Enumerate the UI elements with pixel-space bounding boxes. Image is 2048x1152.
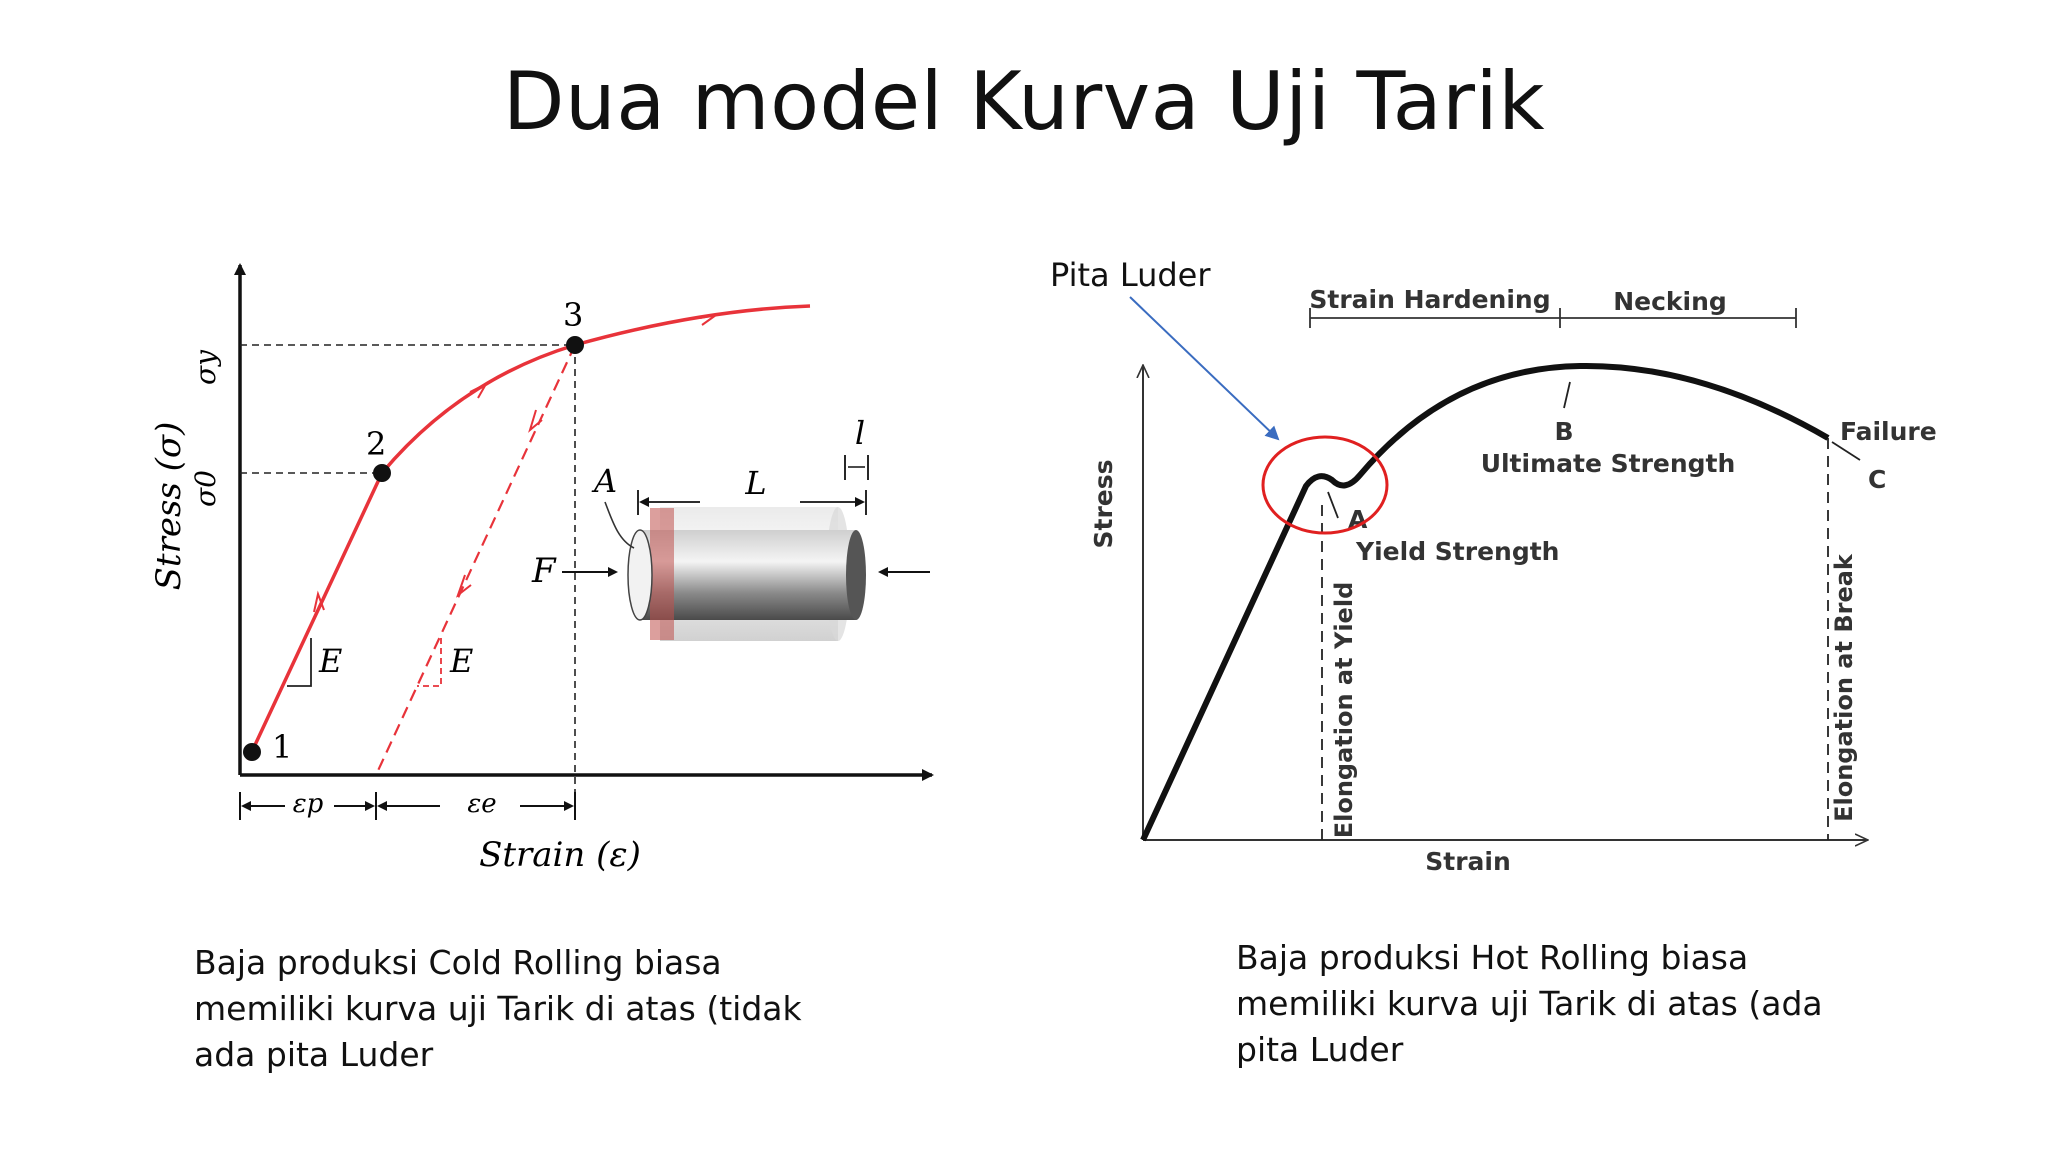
area-label: A <box>591 462 617 500</box>
unloading-line <box>375 344 576 776</box>
slide-title: Dua model Kurva Uji Tarik <box>502 55 1546 148</box>
left-caption-line-2: memiliki kurva uji Tarik di atas (tidak <box>194 989 802 1028</box>
loading-arrow-1 <box>313 590 325 613</box>
failure-leader <box>1831 441 1861 461</box>
point-3-label: 3 <box>563 296 583 334</box>
area-leader-line <box>604 501 635 549</box>
strain-hardening-label: Strain Hardening <box>1309 285 1550 314</box>
ultimate-leader <box>1563 381 1571 409</box>
specimen-cylinder <box>604 501 866 641</box>
point-2-marker <box>373 464 391 482</box>
left-caption-line-1: Baja produksi Cold Rolling biasa <box>194 943 722 982</box>
pita-luder-label: Pita Luder <box>1050 256 1211 294</box>
failure-label: Failure <box>1840 417 1937 446</box>
left-stress-strain-diagram: 1 2 3 E E σy σ0 Stress (σ) Strain (ε) εp… <box>149 263 934 875</box>
elongation-break-label: Elongation at Break <box>1830 553 1858 822</box>
right-caption: Baja produksi Hot Rolling biasa memiliki… <box>1236 935 1823 1073</box>
left-caption: Baja produksi Cold Rolling biasa memilik… <box>194 940 802 1078</box>
loading-arrow-2 <box>469 381 489 399</box>
point-3-marker <box>566 336 584 354</box>
necking-label: Necking <box>1613 287 1727 316</box>
left-x-axis-label: Strain (ε) <box>479 835 641 875</box>
length-label: L <box>744 464 766 502</box>
slope-label-1: E <box>318 642 342 680</box>
right-stress-strain-diagram: Strain Hardening Necking A Yield Strengt… <box>1050 256 1937 876</box>
eps-e-label: εe <box>467 789 496 819</box>
point-c-label: C <box>1868 465 1886 494</box>
cylinder-left-end <box>627 529 653 621</box>
sigma-0-label: σ0 <box>189 470 222 507</box>
yield-leader <box>1327 491 1339 519</box>
yield-strength-label: Yield Strength <box>1355 537 1559 566</box>
point-2-label: 2 <box>366 425 386 463</box>
left-y-axis-label: Stress (σ) <box>149 422 189 591</box>
left-caption-line-3: ada pita Luder <box>194 1035 434 1074</box>
sigma-y-label: σy <box>189 349 222 385</box>
point-b-label: B <box>1554 417 1573 446</box>
pita-luder-highlight-circle <box>1261 435 1389 535</box>
slope-triangle-2 <box>417 638 442 687</box>
elongation-yield-label: Elongation at Yield <box>1330 582 1358 839</box>
ultimate-strength-label: Ultimate Strength <box>1481 449 1736 478</box>
right-caption-line-2: memiliki kurva uji Tarik di atas (ada <box>1236 984 1823 1023</box>
slope-triangle-1 <box>287 638 312 687</box>
unloading-arrow-2 <box>455 574 472 598</box>
cylinder-core <box>640 530 856 620</box>
pita-luder-arrow <box>1129 296 1280 441</box>
right-caption-line-3: pita Luder <box>1236 1030 1404 1069</box>
slope-label-2: E <box>449 642 473 680</box>
small-length-label: l <box>855 414 865 452</box>
cylinder-right-end <box>846 530 866 620</box>
force-label: F <box>531 551 557 591</box>
unloading-arrow-1 <box>528 409 543 433</box>
right-x-axis-label: Strain <box>1425 847 1511 876</box>
area-section-band <box>650 508 674 640</box>
eps-p-label: εp <box>293 789 324 819</box>
right-caption-line-1: Baja produksi Hot Rolling biasa <box>1236 938 1749 977</box>
point-1-marker <box>243 743 261 761</box>
point-1-label: 1 <box>272 728 292 766</box>
right-y-axis-label: Stress <box>1089 459 1118 548</box>
loading-arrow-3 <box>699 314 717 326</box>
hot-rolled-curve <box>1140 362 1830 842</box>
